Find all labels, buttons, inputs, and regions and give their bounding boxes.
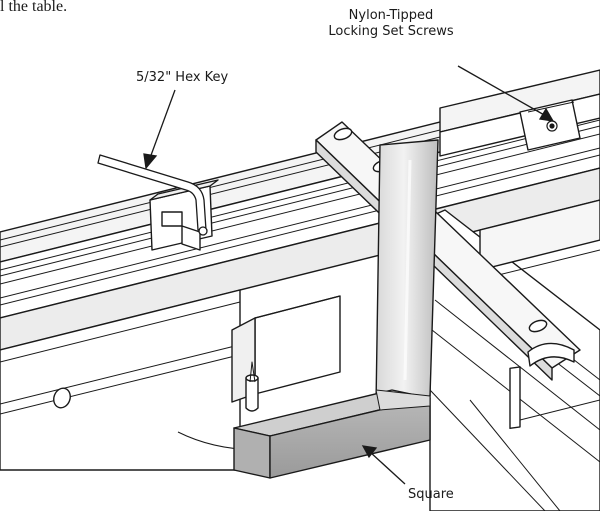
label-square: Square	[408, 487, 454, 502]
bar-hole-3	[528, 319, 548, 333]
label-screws: Nylon-Tipped Locking Set Screws	[296, 8, 486, 40]
leader-arrows	[143, 65, 555, 485]
square-tool	[233, 139, 439, 479]
hex-key-icon	[97, 154, 208, 236]
caption-fragment: l the table.	[0, 0, 68, 15]
label-screws-line1: Nylon-Tipped	[348, 8, 434, 23]
label-hex-key: 5/32" Hex Key	[136, 70, 229, 85]
bar-hole-1	[333, 127, 353, 141]
square-stock	[233, 427, 271, 479]
label-screws-line2: Locking Set Screws	[328, 24, 454, 39]
set-screw-right	[546, 120, 558, 132]
